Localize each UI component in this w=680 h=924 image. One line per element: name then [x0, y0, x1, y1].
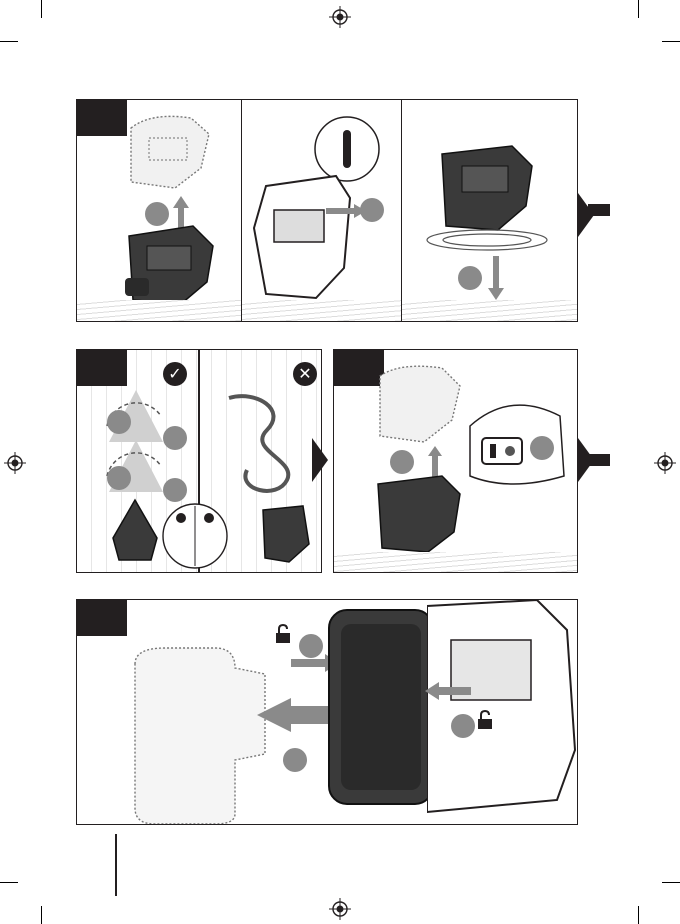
figure-2-panel-sanding-motion: ✓ ✕ — [76, 349, 322, 573]
tangled-path-illustration — [217, 390, 313, 500]
crop-mark — [638, 906, 639, 924]
wood-surface — [77, 300, 243, 322]
continue-arrow-icon — [312, 438, 328, 482]
step-marker — [458, 266, 482, 290]
crop-mark — [662, 882, 680, 883]
down-arrow-icon — [488, 256, 504, 300]
step-marker — [283, 748, 307, 772]
crop-mark — [41, 0, 42, 18]
registration-mark-icon — [4, 452, 26, 474]
sander-ghost-illustration — [121, 108, 221, 194]
wood-surface — [402, 300, 578, 322]
unlock-icon — [477, 710, 493, 730]
left-arrow-icon — [425, 682, 471, 700]
figure-number-tag — [77, 350, 127, 386]
figure-number-tag — [77, 100, 127, 136]
sander-illustration — [121, 220, 221, 310]
bad-cross-icon: ✕ — [293, 362, 317, 386]
step-marker — [107, 410, 131, 434]
sander-ghost-illustration — [370, 358, 470, 448]
figure-1-panel-power-switch — [241, 99, 403, 322]
crop-mark — [0, 882, 18, 883]
sander-closeup-illustration — [246, 168, 356, 308]
hand-pressure-callout — [159, 502, 231, 570]
step-marker — [163, 426, 187, 450]
crop-mark — [638, 0, 639, 18]
figure-number-tag — [77, 600, 127, 636]
wood-surface — [242, 300, 403, 322]
step-marker — [360, 198, 384, 222]
sander-top-view-illustration — [253, 500, 313, 566]
sander-body-illustration — [427, 600, 577, 822]
crop-mark — [41, 906, 42, 924]
figure-4-panel-battery-remove — [76, 599, 578, 825]
good-check-icon: ✓ — [163, 362, 187, 386]
figure-3-panel-switch-off — [333, 349, 578, 573]
vibration-lines — [422, 220, 552, 260]
registration-mark-icon — [329, 6, 351, 28]
registration-mark-icon — [654, 452, 676, 474]
battery-ghost-illustration — [125, 644, 275, 825]
switch-callout-illustration — [460, 396, 570, 488]
registration-mark-icon — [329, 898, 351, 920]
step-marker — [451, 714, 475, 738]
page-gutter-line — [115, 834, 117, 896]
sander-illustration — [370, 470, 466, 556]
wood-surface — [334, 552, 578, 573]
unlock-icon — [275, 624, 291, 644]
sander-top-view-illustration — [105, 498, 165, 564]
continue-bar — [588, 454, 610, 466]
step-marker — [163, 478, 187, 502]
continue-bar — [588, 204, 610, 216]
step-marker — [299, 634, 323, 658]
crop-mark — [0, 41, 18, 42]
figure-1-panel-set-down — [401, 99, 578, 322]
figure-1-panel-battery-insert — [76, 99, 243, 322]
crop-mark — [662, 41, 680, 42]
step-marker — [530, 436, 554, 460]
step-marker — [107, 466, 131, 490]
battery-illustration — [323, 604, 443, 810]
